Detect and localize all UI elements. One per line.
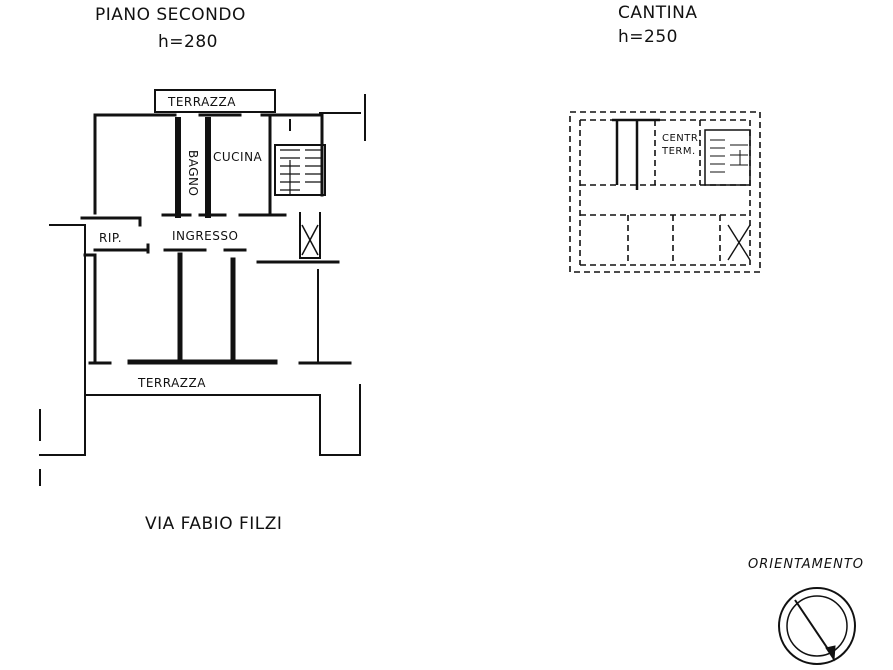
- floor-title: PIANO SECONDO: [95, 5, 246, 25]
- room-label-entrance: INGRESSO: [172, 229, 239, 243]
- cellar-stairs: [710, 139, 748, 173]
- terrace-top-outline: [154, 89, 276, 113]
- street-label: VIA FABIO FILZI: [145, 514, 283, 534]
- cellar-shaft-cross: [727, 224, 751, 261]
- room-label-storage: RIP.: [99, 231, 123, 245]
- shaft-cross: [301, 224, 319, 256]
- cellar-room-line2: TERM.: [662, 146, 696, 157]
- floor-height: h=280: [158, 32, 218, 52]
- cellar-room-line1: CENTR.: [662, 133, 702, 144]
- orientation-label: ORIENTAMENTO: [748, 557, 865, 572]
- room-label-bathroom: BAGNO: [186, 150, 200, 197]
- cellar-height: h=250: [618, 27, 678, 47]
- room-label-kitchen: CUCINA: [213, 150, 263, 164]
- room-label-terrace-top: TERRAZZA: [168, 95, 236, 109]
- room-label-terrace-bottom: TERRAZZA: [138, 376, 206, 390]
- cellar-title: CANTINA: [618, 3, 698, 23]
- main-stairs: [280, 149, 322, 195]
- compass-icon: [778, 587, 856, 665]
